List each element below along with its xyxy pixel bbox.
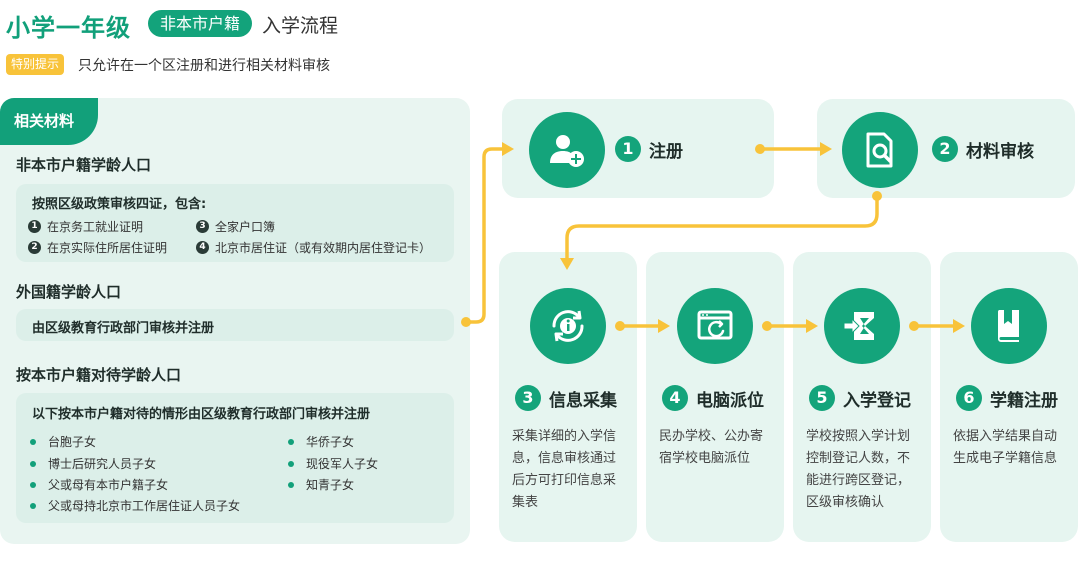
foreign-box [16,309,454,341]
bullet-dot [30,460,36,467]
section-title-nonlocal: 非本市户籍学龄人口 [16,156,152,174]
step-icon-lottery [677,288,753,364]
list-item: 父或母持北京市工作居住证人员子女 [30,497,240,514]
list-item-label: 现役军人子女 [306,457,379,471]
four-certificates-heading: 按照区级政策审核四证，包含: [32,197,207,212]
notice-text: 只允许在一个区注册和进行相关材料审核 [78,58,330,74]
foreign-box-text: 由区级教育行政部门审核并注册 [32,321,215,336]
step-number: 4 [662,385,688,411]
bullet-dot [30,438,36,445]
step-icon-review [842,112,918,188]
list-item: 博士后研究人员子女 [30,455,156,472]
document-search-icon [866,132,893,168]
local-equivalent-heading: 以下按本市户籍对待的情形由区级教育行政部门审核并注册 [32,407,371,422]
connector-materials-to-register [464,147,504,324]
list-item: 知青子女 [288,476,354,493]
step-icon-info [530,288,606,364]
list-item: 父或母有本市户籍子女 [30,476,168,493]
step-title: 电脑派位 [696,390,764,411]
step-description: 民办学校、公办寄宿学校电脑派位 [659,429,764,466]
bullet-dot [288,481,294,488]
step-icon-registration [971,288,1047,364]
certificate-item: 3 全家户口簿 [196,218,275,235]
step-number: 3 [515,385,541,411]
list-item: 台胞子女 [30,433,96,450]
certificate-item: 2 在京实际住所居住证明 [28,239,167,256]
step-title: 材料审核 [966,141,1034,162]
step-title: 入学登记 [843,390,911,411]
section-title-foreign: 外国籍学龄人口 [16,283,122,301]
four-certificates-box [16,184,454,262]
number-badge: 1 [28,220,41,233]
list-item-label: 华侨子女 [306,435,355,449]
list-item-label: 台胞子女 [48,435,97,449]
sigma-arrow-icon [843,312,874,340]
section-title-local-equivalent: 按本市户籍对待学龄人口 [16,366,182,384]
local-equivalent-box [16,393,454,523]
bullet-dot [288,460,294,467]
step-description: 采集详细的入学信息，信息审核通过后方可打印信息采集表 [512,429,617,510]
bullet-dot [30,481,36,488]
title-suffix: 入学流程 [262,15,339,37]
step-label: 1 注册 [615,136,683,162]
certificate-label: 在京实际住所居住证明 [47,241,168,255]
title-pill: 非本市户籍 [148,10,253,37]
step-description: 学校按照入学计划控制登记人数，不能进行跨区登记，区级审核确认 [806,429,911,510]
certificate-label: 北京市居住证（或有效期内居住登记卡） [215,241,432,255]
step-number: 5 [809,385,835,411]
bullet-dot [288,438,294,445]
book-icon [997,310,1019,342]
number-badge: 2 [28,241,41,254]
step-label: 5 入学登记 [809,385,911,411]
step-title: 学籍注册 [990,390,1058,411]
step-title: 注册 [649,141,683,162]
step-label: 3 信息采集 [515,385,617,411]
info-refresh-icon [552,310,584,342]
list-item: 现役军人子女 [288,455,378,472]
step-label: 4 电脑派位 [662,385,764,411]
list-item-label: 知青子女 [306,478,355,492]
step-description: 依据入学结果自动生成电子学籍信息 [953,429,1058,466]
list-item-label: 父或母有本市户籍子女 [48,478,169,492]
step-number: 6 [956,385,982,411]
certificate-label: 全家户口簿 [215,220,276,234]
materials-tab: 相关材料 [0,98,98,145]
step-number: 2 [932,136,958,162]
notice-tag: 特别提示 [6,54,65,75]
certificate-item: 1 在京务工就业证明 [28,218,143,235]
bullet-dot [30,502,36,509]
list-item-label: 父或母持北京市工作居住证人员子女 [48,499,241,513]
page-title: 小学一年级 [6,14,131,42]
step-label: 6 学籍注册 [956,385,1058,411]
step-icon-register [529,112,605,188]
certificate-label: 在京务工就业证明 [47,220,144,234]
list-item-label: 博士后研究人员子女 [48,457,157,471]
step-title: 信息采集 [549,390,617,411]
certificate-item: 4 北京市居住证（或有效期内居住登记卡） [196,239,431,256]
step-icon-enrollment [824,288,900,364]
number-badge: 3 [196,220,209,233]
step-number: 1 [615,136,641,162]
browser-refresh-icon [697,310,733,340]
step-label: 2 材料审核 [932,136,1034,162]
user-add-icon [550,135,584,167]
list-item: 华侨子女 [288,433,354,450]
number-badge: 4 [196,241,209,254]
